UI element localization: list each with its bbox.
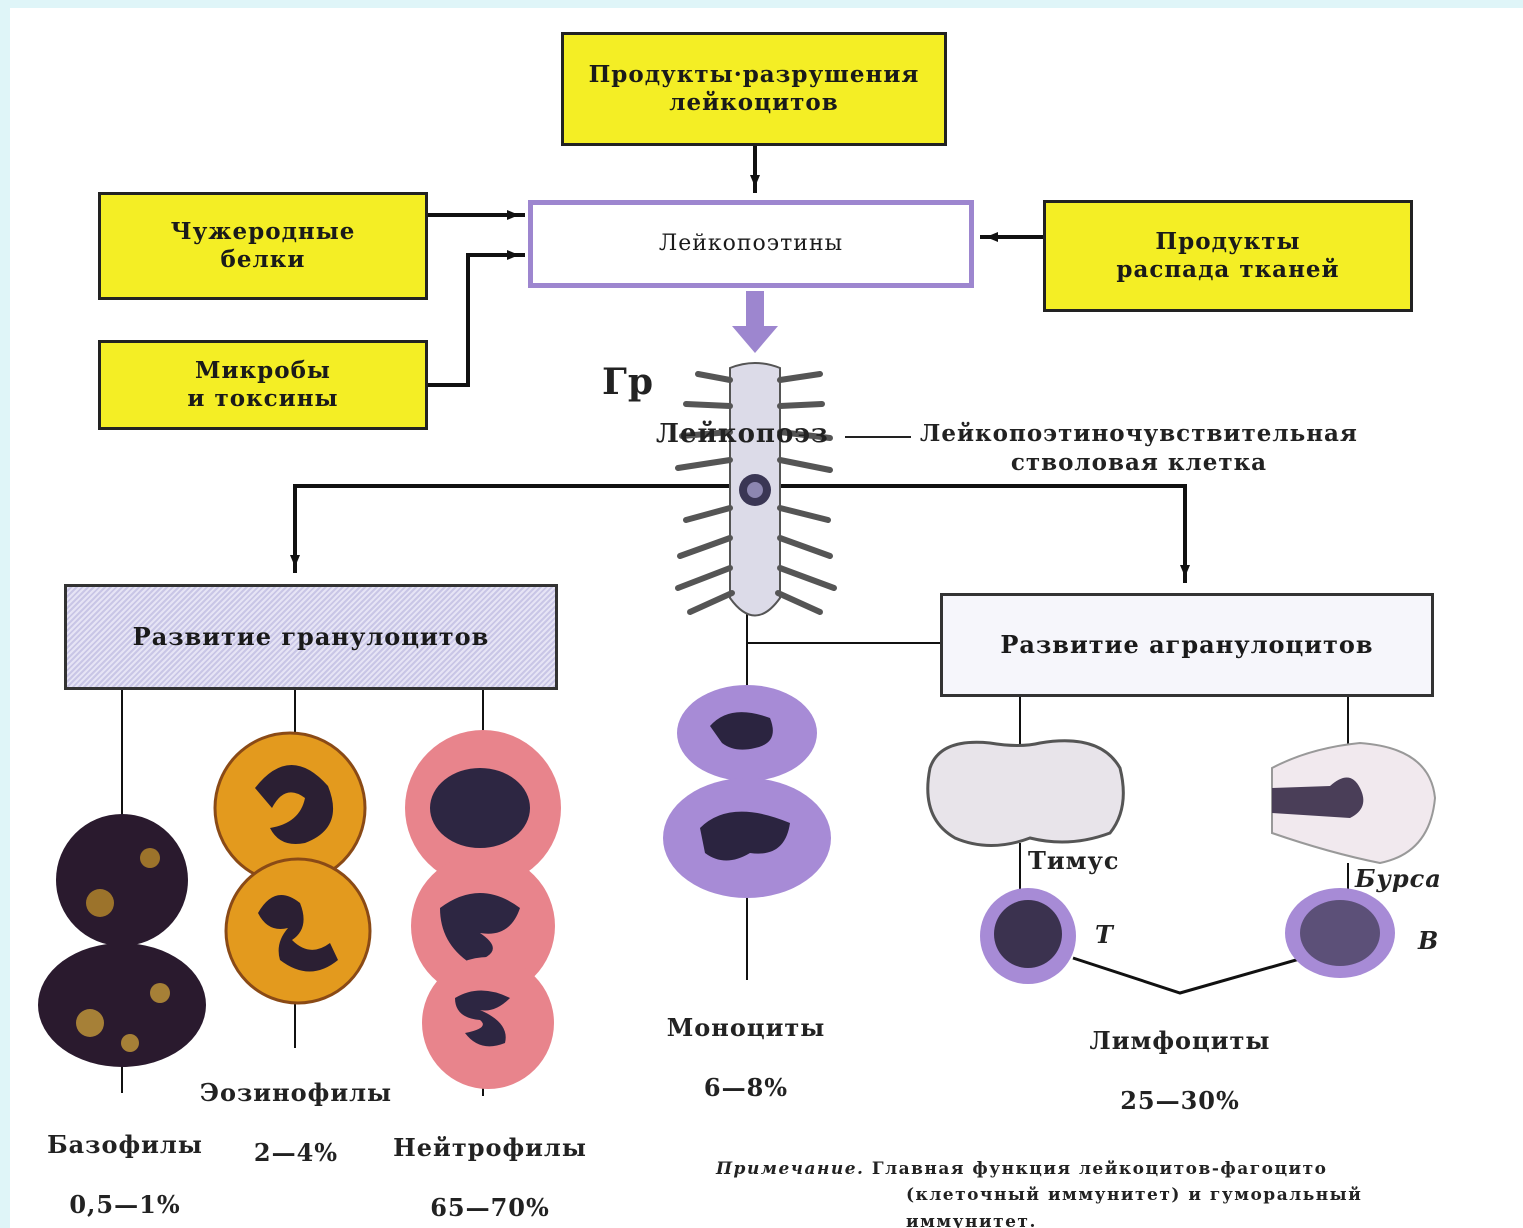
label-thymus: Тимус [1028,846,1119,876]
label-gr: Гр [602,360,654,405]
neutrophil-cells [405,730,561,1089]
label-t: T [1095,920,1114,950]
label-b: B [1418,926,1439,956]
arrow-granulocytes [295,486,755,573]
box-granulocyte-development: Развитие гранулоцитов [64,584,558,690]
footnote: Примечание. Главная функция лейкоцитов-ф… [716,1156,1506,1228]
thymus-organ [928,741,1124,846]
basophils-pct: 0,5—1% [69,1190,180,1219]
lymphocytes-name: Лимфоциты [1090,1026,1271,1055]
label-stem-cell: Лейкопоэтиночувствительная стволовая кле… [920,420,1358,478]
arrow-agranulocytes [755,486,1185,583]
footnote-line2: (клеточный иммунитет) и гуморальный [716,1185,1362,1205]
bursa-organ [1272,743,1435,863]
lymphocyte-bracket [1073,956,1310,993]
pointer-line-stem [845,436,911,438]
label-neutrophils: Нейтрофилы 65—70% [380,1103,600,1223]
violet-arrow-shaft [746,291,764,327]
box-foreign-proteins: Чужеродные белки [98,192,428,300]
monocyte-cells [663,685,831,898]
footnote-title: Примечание. [716,1159,864,1179]
neutrophils-pct: 65—70% [430,1193,550,1222]
lymphocyte-cells [980,888,1395,984]
label-lymphocytes: Лимфоциты 25—30% [1070,996,1290,1116]
box-leukopoietins: Лейкопоэтины [528,200,974,288]
box-tissue-decay: Продукты распада тканей [1043,200,1413,312]
eosinophils-pct: 2—4% [254,1138,338,1167]
label-eosinophils: Эозинофилы 2—4% [186,1048,406,1168]
stem-cell-illustration [678,363,834,616]
basophils-name: Базофилы [47,1130,203,1159]
arrow-microbes [428,255,525,385]
box-agranulocyte-development: Развитие агранулоцитов [940,593,1434,697]
violet-arrow-head [732,326,778,353]
neutrophils-name: Нейтрофилы [393,1133,587,1162]
label-monocytes: Моноциты 6—8% [646,983,846,1103]
footnote-line3: иммунитет. [716,1212,1037,1228]
eosinophils-name: Эозинофилы [200,1078,392,1107]
box-destruction-products: Продукты·разрушения лейкоцитов [561,32,947,146]
label-bursa: Бурса [1355,864,1442,894]
box-microbes: Микробы и токсины [98,340,428,430]
lymphocytes-pct: 25—30% [1120,1086,1240,1115]
monocytes-pct: 6—8% [704,1073,788,1102]
label-leukopoiesis: Лейкопоэз [656,418,829,451]
footnote-text: Главная функция лейкоцитов-фагоцито [872,1159,1328,1179]
monocytes-name: Моноциты [667,1013,826,1042]
basophil-cells [38,814,206,1067]
label-basophils: Базофилы 0,5—1% [40,1100,210,1220]
diagram-canvas: Продукты·разрушения лейкоцитов Чужеродны… [10,8,1523,1228]
eosinophil-cells [215,733,370,1003]
